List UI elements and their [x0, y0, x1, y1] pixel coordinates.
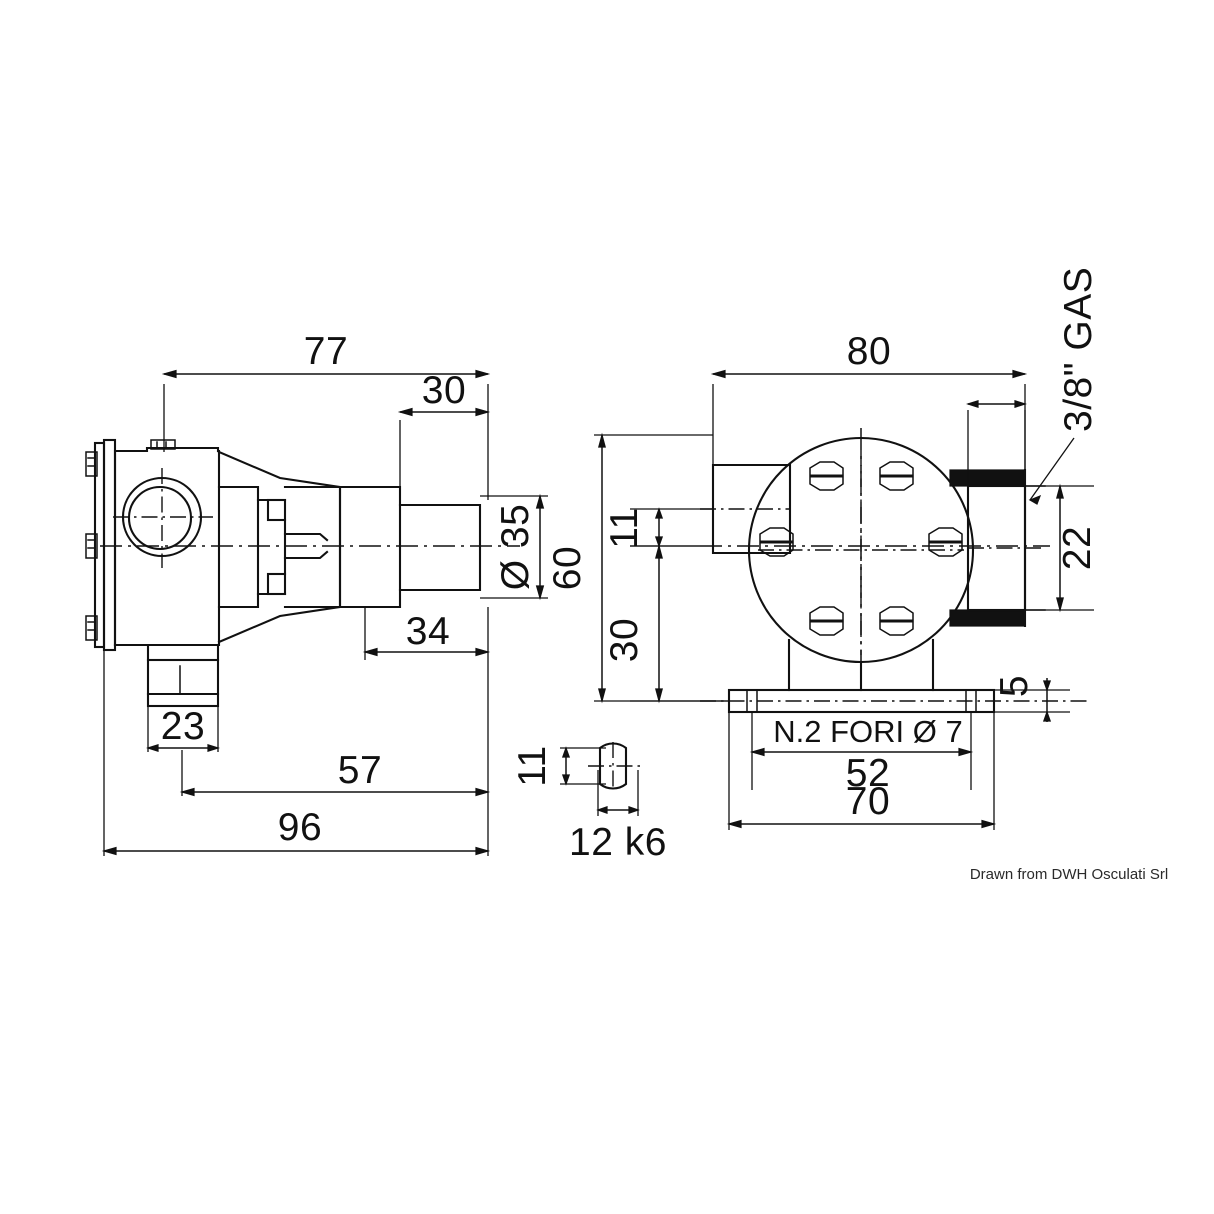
dimension-22: 22: [1025, 483, 1099, 613]
dimension-label-30-shaft-step: 30: [422, 369, 466, 412]
dimension-label-12-k6: 12 k6: [569, 821, 667, 864]
port-thread-callout: 3/8" GAS: [966, 267, 1100, 505]
flange-bolt: [879, 461, 914, 491]
dimension-12-k6: 12 k6: [569, 770, 667, 864]
dimension-label-57: 57: [338, 749, 382, 792]
dimension-30-shaft-step: 30: [397, 369, 491, 505]
rear-housing-front: [700, 463, 792, 555]
dimension-label-23: 23: [161, 705, 205, 748]
dimension-34: 34: [362, 607, 491, 660]
dimension-dia-35: Ø 35: [480, 493, 548, 601]
dimension-5: 5: [993, 675, 1070, 722]
dimension-label-34: 34: [406, 610, 450, 653]
dimension-11-flat: 11: [511, 745, 606, 787]
dimension-label-5: 5: [993, 675, 1036, 697]
flange-bolt: [928, 527, 963, 557]
dimension-label-22: 22: [1056, 526, 1099, 570]
dimension-70: 70: [726, 712, 997, 830]
flange-bolt: [759, 527, 794, 557]
dimension-label-70: 70: [846, 780, 890, 823]
flange-bolt: [809, 461, 844, 491]
dimension-label-11-offset: 11: [603, 507, 646, 549]
dimension-96: 96: [101, 650, 491, 856]
shaft-profile: [598, 742, 628, 790]
base-holes-note: N.2 FORI Ø 7: [773, 714, 962, 749]
flange-bolt: [809, 606, 844, 636]
dimension-label-11-flat: 11: [511, 745, 554, 787]
shaft-section-detail: 11 12 k6: [511, 742, 667, 864]
base-neck: [787, 638, 935, 692]
dimension-11-offset: 11: [603, 507, 713, 549]
dimension-30-axis: 30: [603, 543, 729, 704]
dimension-label-52: 52: [846, 752, 890, 795]
dimension-label-96: 96: [278, 806, 322, 849]
side-view: 77 30 Ø 35 34: [85, 330, 548, 856]
dimension-label-dia-35: Ø 35: [494, 504, 537, 591]
flange-bolts: [759, 461, 963, 636]
dimension-label-gas-thread: 3/8" GAS: [1057, 267, 1100, 432]
dimension-label-60: 60: [546, 546, 589, 590]
dimension-label-80: 80: [847, 330, 891, 373]
dimension-52: 52: [749, 712, 974, 795]
dimension-77: 77: [161, 330, 491, 500]
mounting-foot-side: [113, 643, 220, 708]
dimension-23: 23: [146, 705, 220, 753]
discharge-port: [949, 468, 1046, 628]
pump-body-side: [113, 439, 221, 647]
drawing-credit: Drawn from DWH Osculati Srl: [970, 866, 1168, 883]
tapered-housing: [217, 450, 342, 644]
dimension-label-77: 77: [304, 330, 348, 373]
dimension-57: 57: [179, 660, 491, 797]
dimension-80: 80: [710, 330, 1028, 470]
port-inner-circle: [127, 485, 193, 551]
flange-bolt: [879, 606, 914, 636]
front-view: 80 3/8" GAS 22: [546, 267, 1100, 830]
dimension-label-30-axis: 30: [603, 618, 646, 662]
